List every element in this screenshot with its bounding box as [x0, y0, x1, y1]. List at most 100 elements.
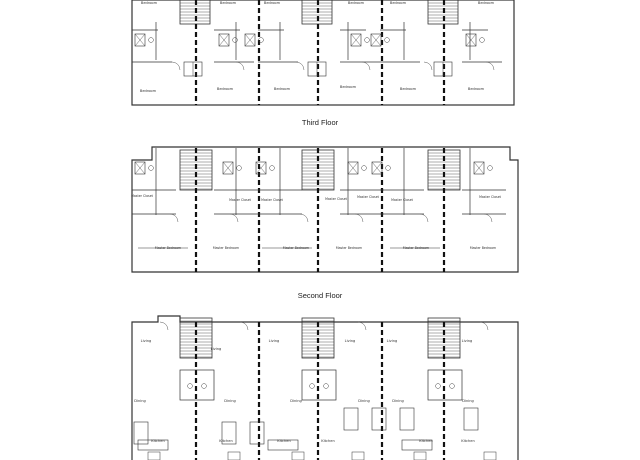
third-floor-title: Third Floor	[301, 118, 339, 127]
room-label-master-closet: Master Closet	[391, 198, 414, 202]
toilet	[201, 383, 207, 389]
shower-mark	[347, 161, 359, 175]
door-swing	[229, 213, 239, 223]
powder-room	[427, 369, 463, 401]
toilet	[323, 383, 329, 389]
room-label-master-closet: Master Closet	[479, 195, 502, 199]
room-label-master-closet: Master Closet	[131, 194, 154, 198]
shower	[244, 33, 256, 47]
building-outline	[131, 146, 519, 273]
room-label-master-bedroom: Master Bedroom	[283, 246, 309, 250]
room-label-master-bedroom: Master Bedroom	[336, 246, 362, 250]
room-label-living: Living	[141, 339, 152, 343]
toilet	[449, 383, 455, 389]
shower-mark	[244, 33, 256, 47]
room-label-dining: Dining	[462, 399, 474, 403]
shower-mark	[370, 33, 382, 47]
toilet	[269, 165, 275, 171]
shower	[370, 33, 382, 47]
door-swing	[295, 61, 305, 71]
kitchen-island	[343, 407, 359, 431]
counter	[267, 439, 299, 451]
room-label-bedroom: Bedroom	[390, 1, 407, 5]
appliance	[413, 451, 427, 460]
toilet	[187, 383, 193, 389]
room-label-dining: Dining	[290, 399, 302, 403]
shower-mark	[371, 161, 383, 175]
room-label-master-closet: Master Closet	[325, 197, 348, 201]
toilet	[384, 37, 390, 43]
shower	[218, 33, 230, 47]
shower	[473, 161, 485, 175]
room-label-kitchen: Kitchen	[151, 439, 165, 443]
room-label-kitchen: Kitchen	[321, 439, 335, 443]
shower-mark	[222, 161, 234, 175]
room-label-kitchen: Kitchen	[419, 439, 433, 443]
toilet	[435, 383, 441, 389]
shower	[465, 33, 477, 47]
toilet	[364, 37, 370, 43]
building-outline	[131, 0, 515, 106]
room-label-living: Living	[345, 339, 356, 343]
room-label-bedroom: Bedroom	[348, 1, 365, 5]
door-swing	[357, 321, 367, 331]
shower-mark	[350, 33, 362, 47]
door-swing	[171, 61, 181, 71]
shower-mark	[473, 161, 485, 175]
room-label-bedroom: Bedroom	[217, 87, 234, 91]
shower-mark	[255, 161, 267, 175]
door-swing	[423, 61, 433, 71]
room-label-master-bedroom: Master Bedroom	[403, 246, 429, 250]
room-label-master-closet: Master Closet	[357, 195, 380, 199]
kitchen-island	[371, 407, 387, 431]
room-label-living: Living	[462, 339, 473, 343]
room-label-living: Living	[387, 339, 398, 343]
room-label-master-bedroom: Master Bedroom	[470, 246, 496, 250]
appliance	[291, 451, 305, 460]
room-label-bedroom: Bedroom	[140, 89, 157, 93]
counter	[401, 439, 433, 451]
room-label-kitchen: Kitchen	[277, 439, 291, 443]
room-label-bedroom: Bedroom	[264, 1, 281, 5]
door-swing	[354, 213, 364, 223]
door-swing	[169, 213, 179, 223]
shower	[222, 161, 234, 175]
room-label-bedroom: Bedroom	[274, 87, 291, 91]
toilet	[236, 165, 242, 171]
room-label-bedroom: Bedroom	[468, 87, 485, 91]
shower-mark	[465, 33, 477, 47]
room-label-kitchen: Kitchen	[219, 439, 233, 443]
shower	[371, 161, 383, 175]
room-label-dining: Dining	[358, 399, 370, 403]
powder-room	[301, 369, 337, 401]
door-swing	[419, 213, 429, 223]
kitchen-island	[399, 407, 415, 431]
room-label-bedroom: Bedroom	[400, 87, 417, 91]
door-swing	[361, 61, 371, 71]
room-label-dining: Dining	[134, 399, 146, 403]
kitchen-island	[463, 407, 479, 431]
door-swing	[159, 321, 169, 331]
room-label-master-bedroom: Master Bedroom	[155, 246, 181, 250]
shower	[134, 161, 146, 175]
shower	[134, 33, 146, 47]
shower	[350, 33, 362, 47]
shower-mark	[218, 33, 230, 47]
room-label-living: Living	[269, 339, 280, 343]
toilet	[232, 37, 238, 43]
toilet	[148, 37, 154, 43]
toilet	[487, 165, 493, 171]
second-floor-title: Second Floor	[297, 291, 343, 300]
door-swing	[299, 213, 309, 223]
building-outline	[131, 315, 519, 460]
room-label-dining: Dining	[224, 399, 236, 403]
toilet	[309, 383, 315, 389]
room-label-bedroom: Bedroom	[478, 1, 495, 5]
room-label-bedroom: Bedroom	[141, 1, 158, 5]
door-swing	[479, 321, 489, 331]
toilet	[361, 165, 367, 171]
room-label-living: Living	[211, 347, 222, 351]
shower-mark	[134, 161, 146, 175]
